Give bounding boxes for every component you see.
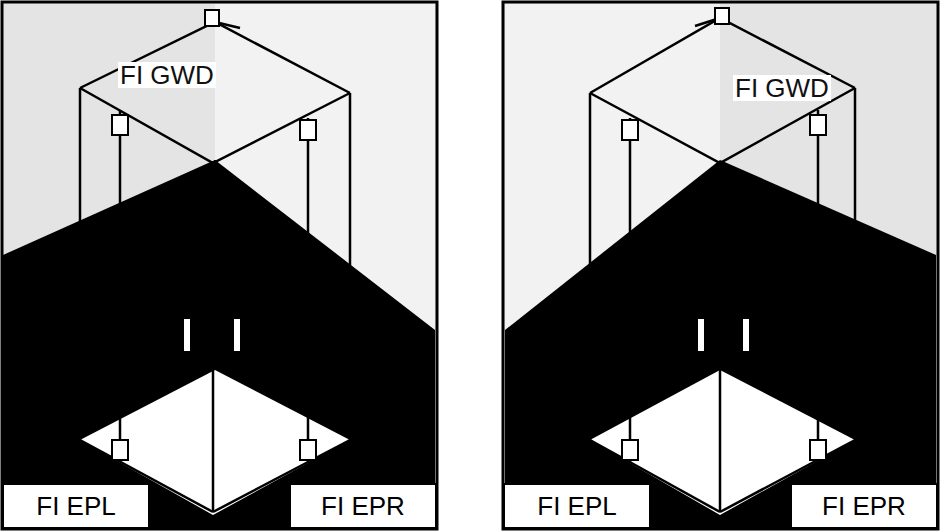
right-panel	[503, 2, 938, 529]
product-code-box: FI EPR	[289, 483, 437, 529]
left-panel	[2, 2, 437, 529]
product-code-box: FI EPL	[503, 483, 651, 529]
product-code: FI EPR	[321, 493, 405, 519]
product-code: FI EPR	[822, 493, 906, 519]
part-label: FI GWD	[733, 75, 831, 101]
part-label: FI GWD	[118, 62, 216, 88]
product-code-box: FI EPR	[790, 483, 938, 529]
product-code: FI EPL	[36, 493, 115, 519]
product-code-box: FI EPL	[2, 483, 150, 529]
product-code: FI EPL	[537, 493, 616, 519]
